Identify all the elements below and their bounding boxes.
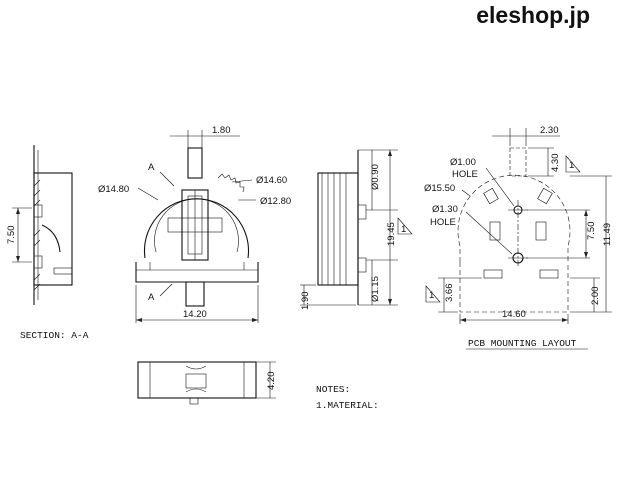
pcb-pad-mid-left (489, 221, 501, 241)
section-marker-bottom: A (148, 292, 155, 303)
pcb-note-triangle-upper (565, 155, 581, 173)
bottom-body (137, 361, 257, 399)
pcb-pad-mid-right (535, 221, 547, 241)
section-notch-lower (33, 255, 43, 269)
section-marker-top: A (148, 162, 155, 173)
front-top-pin (187, 147, 203, 179)
side-dim-height: 19.45 (386, 222, 397, 246)
bottom-view: 4.20 (137, 361, 277, 405)
section-dim-7-50: 7.50 (6, 226, 17, 245)
front-dim-inner-dia: Ø12.80 (260, 196, 291, 207)
side-view: Ø0.90 19.45 Ø1.15 1.90 1 (300, 149, 413, 311)
pcb-dim-small-hole: Ø1.00 (450, 157, 476, 168)
side-fins (321, 173, 347, 285)
pcb-dim-outline-dia: Ø15.50 (424, 183, 455, 194)
pcb-note-number-lower: 1 (429, 290, 434, 301)
side-note-number: 1 (401, 224, 406, 235)
section-notch-upper (33, 204, 43, 218)
pcb-layout-title: PCB MOUNTING LAYOUT (468, 338, 577, 349)
side-dim-bottom-gap: Ø1.15 (370, 276, 381, 302)
pcb-note-triangle-lower (425, 285, 441, 303)
notes-title: NOTES: (316, 384, 350, 395)
bottom-center-clip (185, 373, 207, 389)
pcb-pad-lower-right (539, 269, 559, 279)
section-view: 7.50 SECTION: A-A (6, 145, 89, 341)
bottom-pin (189, 397, 199, 405)
front-base (135, 262, 259, 283)
pcb-dim-left-offset: 3.66 (444, 284, 455, 303)
front-dim-width: 14.20 (183, 309, 207, 320)
brand-logo: eleshop.jp (476, 2, 590, 28)
pcb-pad-upper-right (537, 187, 553, 205)
front-outer-circle (143, 198, 250, 259)
pcb-outline-dashed (457, 174, 571, 262)
front-bottom-pin (185, 281, 205, 307)
side-note-triangle (397, 217, 413, 235)
section-spring-contact (41, 224, 61, 253)
front-dim-right-dia: Ø14.60 (256, 175, 287, 186)
bottom-dim-height: 4.20 (266, 372, 277, 391)
section-foot (53, 267, 73, 275)
pcb-pad-upper-left (483, 187, 499, 205)
pcb-top-slot (509, 147, 527, 177)
pcb-dim-large-hole: Ø1.30 (432, 204, 458, 215)
pcb-label-large-hole: HOLE (430, 217, 456, 228)
front-view: A A 14.20 1.80 Ø14.80 Ø14.60 Ø12.80 (98, 125, 291, 323)
notes-item-1: 1.MATERIAL: (316, 400, 379, 411)
pcb-dim-slot-width: 2.30 (540, 125, 559, 136)
front-dim-pin-width: 1.80 (212, 125, 231, 136)
front-dim-outer-dia: Ø14.80 (98, 184, 129, 195)
pcb-pad-lower-left (483, 269, 503, 279)
front-serration (217, 173, 245, 193)
pcb-label-small-hole: HOLE (452, 169, 478, 180)
pcb-note-number-upper: 1 (569, 160, 574, 171)
pcb-dim-total-height: 11.49 (602, 223, 613, 246)
section-hatch (33, 179, 41, 291)
pcb-dim-bottom-pad: 2.00 (590, 287, 601, 306)
pcb-dim-pitch: 7.50 (586, 222, 597, 241)
pcb-dim-width: 14.60 (502, 309, 526, 320)
front-inner-circle (154, 198, 239, 253)
side-body (317, 172, 359, 286)
section-label: SECTION: A-A (20, 330, 89, 341)
pcb-dim-slot-top: 4.30 (550, 154, 561, 173)
side-dim-top-gap: Ø0.90 (370, 164, 381, 190)
pcb-layout: 2.30 4.30 Ø1.00 HOLE Ø15.50 Ø1.30 HOLE 7… (424, 125, 613, 350)
side-dim-foot: 1.90 (300, 292, 311, 311)
